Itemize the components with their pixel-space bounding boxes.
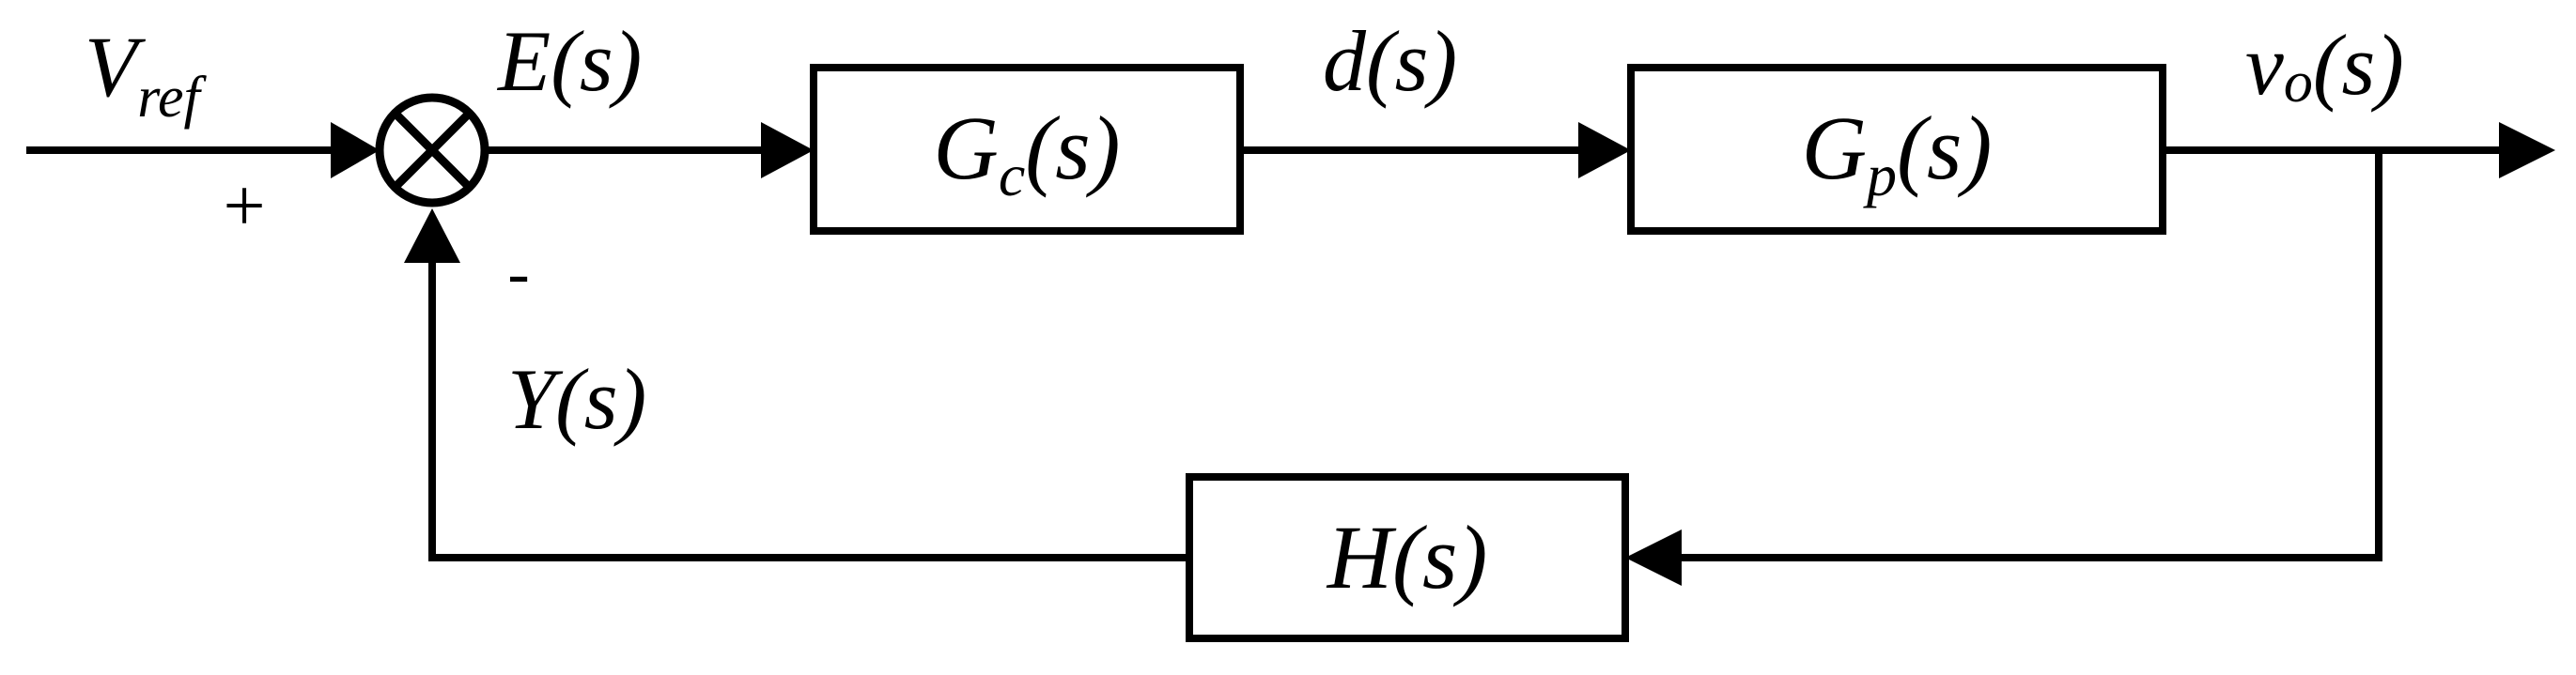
- output-arrowhead: [2499, 122, 2555, 178]
- input-signal-label: Vref: [85, 19, 208, 130]
- plus-sign: +: [223, 165, 265, 248]
- summing-junction: [375, 93, 489, 207]
- feedback-path-left: [428, 263, 1189, 561]
- control-arrowhead: [1578, 122, 1631, 178]
- minus-sign: -: [507, 238, 529, 310]
- controller-block: [810, 64, 1244, 235]
- sensor-label: H(s): [1326, 507, 1488, 607]
- control-signal-label: d(s): [1323, 13, 1457, 109]
- controller-label: Gc(s): [933, 98, 1120, 208]
- input-arrowhead: [331, 122, 380, 178]
- error-signal-label: E(s): [496, 13, 642, 109]
- feedback-signal-label: Y(s): [507, 351, 646, 447]
- feedback-path-right: [1682, 150, 2382, 561]
- sensor-block: [1186, 473, 1629, 642]
- error-arrowhead: [761, 122, 814, 178]
- output-signal-label: vo(s): [2245, 17, 2404, 115]
- feedback-arrowhead-into-sum: [404, 208, 460, 263]
- plant-label: Gp(s): [1802, 98, 1993, 208]
- feedback-arrowhead-into-h: [1625, 529, 1682, 586]
- plant-block: [1627, 64, 2166, 235]
